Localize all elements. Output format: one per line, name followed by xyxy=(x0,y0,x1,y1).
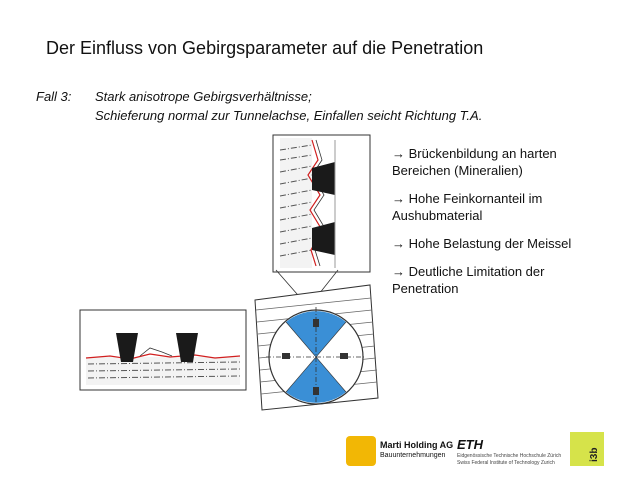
slide-title: Der Einfluss von Gebirgsparameter auf di… xyxy=(46,38,484,58)
bullet-item: → Hohe Feinkornanteil im Aushubmaterial xyxy=(392,191,543,223)
eth-logo: ETH xyxy=(457,437,483,452)
case-description-line1: Stark anisotrope Gebirgsverhältnisse; xyxy=(95,89,312,104)
marti-logo xyxy=(346,436,376,466)
eth-logo-line1: Eidgenössische Technische Hochschule Zür… xyxy=(457,453,562,459)
bullet-item: → Brückenbildung an harten Bereichen (Mi… xyxy=(392,146,557,178)
tunnel-face-section xyxy=(254,284,379,411)
arrow-right-icon: → xyxy=(392,236,405,251)
case-label: Fall 3: xyxy=(36,89,72,104)
case-description-line2: Schieferung normal zur Tunnelachse, Einf… xyxy=(95,108,483,123)
bullet-item: → Hohe Belastung der Meissel xyxy=(392,236,572,251)
cutter-side-panel xyxy=(79,309,247,391)
bullet-item: → Deutliche Limitation der Penetration xyxy=(392,264,545,296)
eth-logo-line2: Swiss Federal Institute of Technology Zu… xyxy=(457,460,555,466)
marti-logo-name: Marti Holding AG xyxy=(380,440,454,450)
cutter-profile-panel xyxy=(272,134,371,273)
arrow-right-icon: → xyxy=(392,191,405,206)
bullet-list: → Brückenbildung an harten Bereichen (Mi… xyxy=(392,145,612,308)
marti-logo-subtitle: Bauunternehmungen xyxy=(380,452,446,459)
arrow-right-icon: → xyxy=(392,264,405,279)
arrow-right-icon: → xyxy=(392,146,405,161)
i3b-logo-text: i3b xyxy=(589,447,600,462)
i3b-logo xyxy=(570,432,604,466)
